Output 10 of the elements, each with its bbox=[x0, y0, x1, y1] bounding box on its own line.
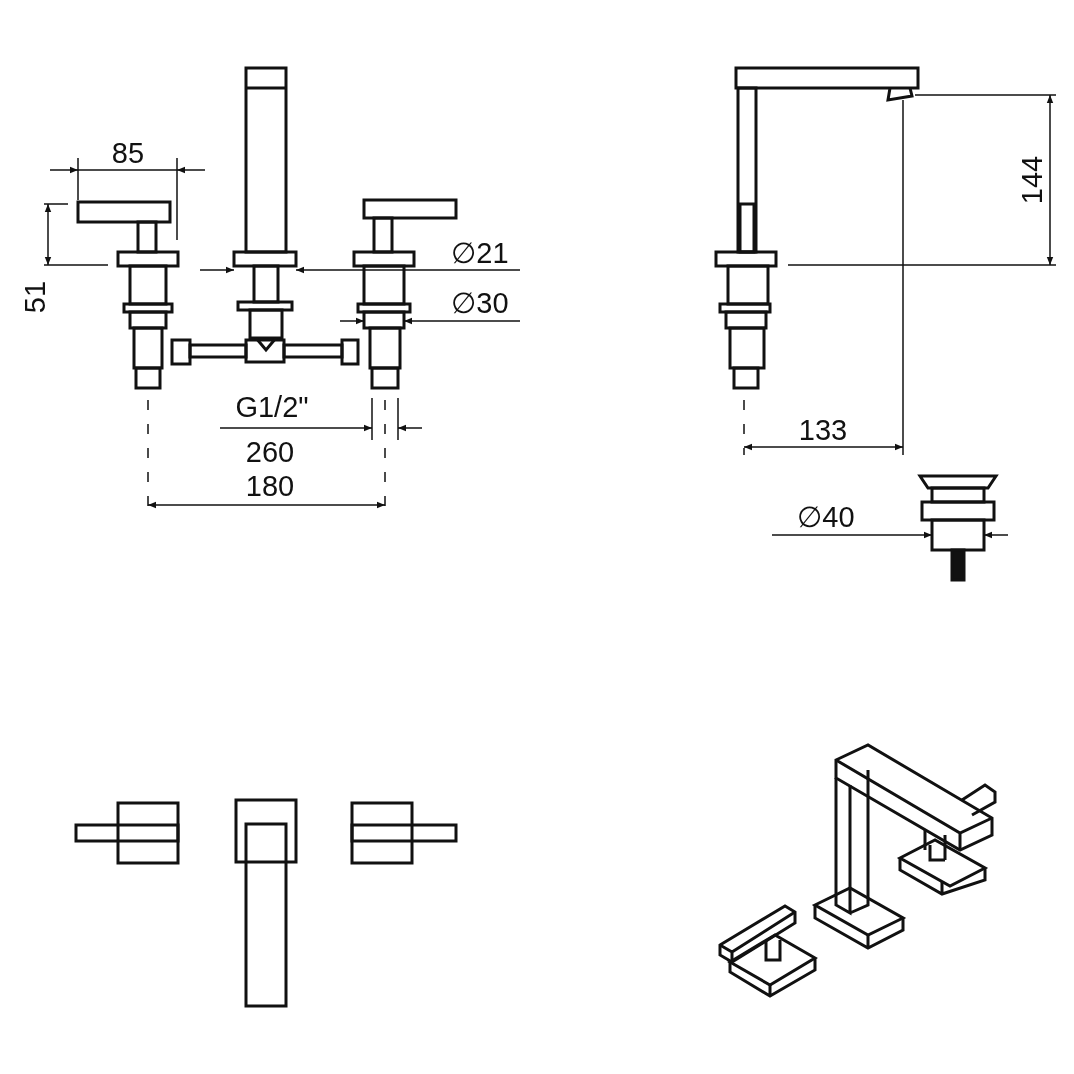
dimension-value: 144 bbox=[1017, 155, 1047, 205]
dimension-value: 133 bbox=[798, 415, 848, 445]
dimension-value: ∅40 bbox=[797, 502, 855, 532]
dimension-value: 180 bbox=[245, 471, 295, 501]
dimension-value: ∅30 bbox=[451, 288, 509, 318]
dimension-value: 260 bbox=[245, 437, 295, 467]
dimension-value: ∅21 bbox=[451, 238, 509, 268]
dimension-value: G1/2" bbox=[235, 392, 309, 422]
dimension-value: 85 bbox=[111, 138, 145, 168]
dimension-value: 51 bbox=[20, 280, 50, 314]
